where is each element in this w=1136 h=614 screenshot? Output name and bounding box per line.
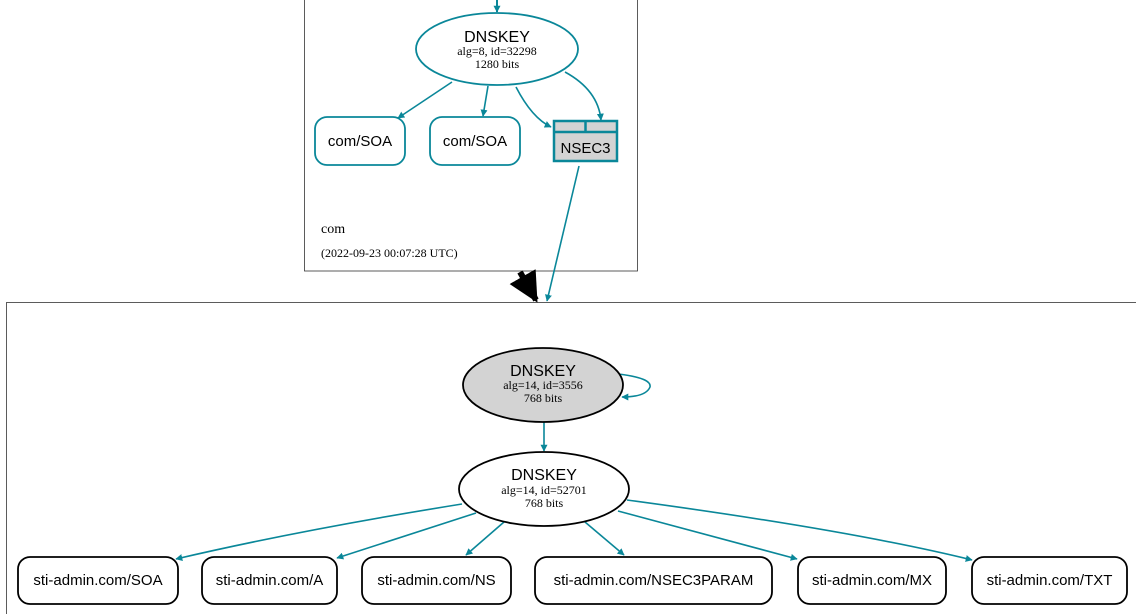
edge-nsec3-child (545, 165, 580, 302)
record-label: sti-admin.com/TXT (987, 572, 1113, 589)
edge-zsk-ns (465, 521, 505, 556)
edge-zsk-txt (626, 499, 973, 562)
edge-zsk-mx (617, 510, 798, 561)
dnskey-bits: 768 bits (525, 496, 564, 510)
record-node-a[interactable]: sti-admin.com/A (201, 556, 338, 605)
edge-zsk-a (336, 512, 477, 560)
record-label: sti-admin.com/MX (812, 572, 932, 589)
record-label: sti-admin.com/A (216, 572, 324, 589)
nsec3-node[interactable]: NSEC3 (552, 119, 619, 163)
edge-dnskey-soa2 (480, 85, 489, 117)
zone-timestamp: (2022-09-23 00:07:28 UTC) (321, 246, 458, 260)
edge-zsk-soa (175, 503, 463, 561)
nsec3-label: NSEC3 (560, 140, 610, 157)
dnskey-bits: 1280 bits (475, 57, 520, 71)
record-node-mx[interactable]: sti-admin.com/MX (797, 556, 947, 605)
edge-dnskey-nsec3-a (515, 86, 552, 128)
record-label: sti-admin.com/SOA (33, 572, 162, 589)
dnskey-title: DNSKEY (511, 467, 577, 484)
dnskey-detail: alg=14, id=52701 (501, 483, 587, 497)
dnskey-title: DNSKEY (464, 29, 530, 46)
record-label: sti-admin.com/NS (377, 572, 495, 589)
dnskey-node-52701[interactable]: DNSKEY alg=14, id=52701 768 bits (458, 451, 630, 527)
edge-zsk-nsec3param (584, 521, 625, 556)
zone-child-cluster (6, 302, 1136, 614)
dnskey-title: DNSKEY (510, 363, 576, 380)
edge-dnskey-nsec3-b (564, 71, 604, 121)
record-label: com/SOA (328, 133, 392, 150)
com-soa-node-1[interactable]: com/SOA (314, 116, 406, 166)
dnskey-node-3556[interactable]: DNSKEY alg=14, id=3556 768 bits (462, 347, 624, 423)
dnskey-node-32298[interactable]: DNSKEY alg=8, id=32298 1280 bits (415, 12, 579, 86)
com-soa-node-2[interactable]: com/SOA (429, 116, 521, 166)
record-label: com/SOA (443, 133, 507, 150)
zone-name: com (321, 222, 345, 237)
record-node-txt[interactable]: sti-admin.com/TXT (971, 556, 1128, 605)
dnskey-detail: alg=8, id=32298 (457, 44, 537, 58)
edge-dnskey-soa1 (397, 81, 453, 119)
delegation-arrow (509, 269, 539, 303)
dnskey-detail: alg=14, id=3556 (503, 378, 583, 392)
record-node-soa[interactable]: sti-admin.com/SOA (17, 556, 179, 605)
edge-ksk-self (617, 373, 651, 401)
record-label: sti-admin.com/NSEC3PARAM (554, 572, 754, 589)
zone-com-cluster (304, 0, 638, 272)
record-node-ns[interactable]: sti-admin.com/NS (361, 556, 512, 605)
dnskey-bits: 768 bits (524, 391, 563, 405)
record-node-nsec3param[interactable]: sti-admin.com/NSEC3PARAM (534, 556, 773, 605)
